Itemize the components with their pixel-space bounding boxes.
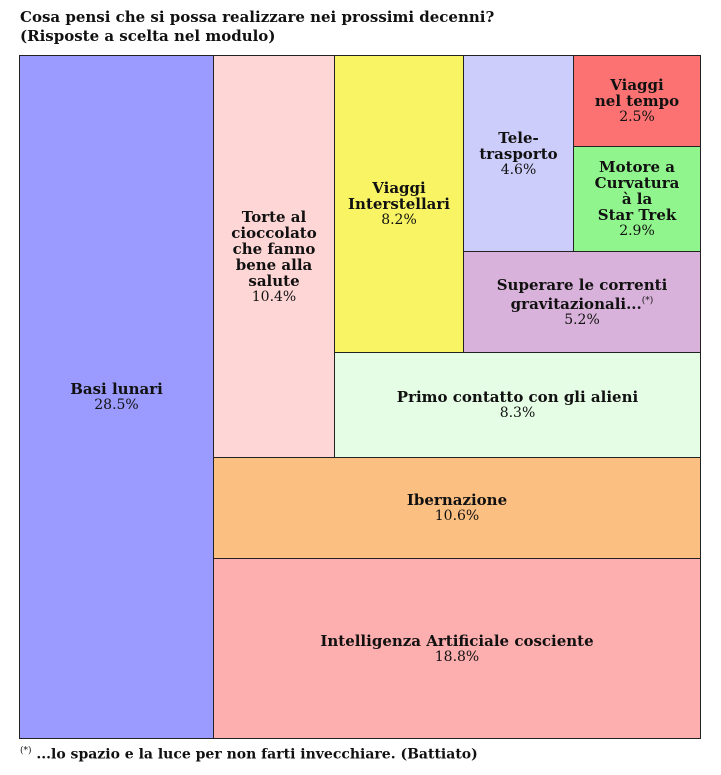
treemap-cell-label: Torte al cioccolato che fanno bene alla … bbox=[231, 207, 317, 290]
chart-title-block: Cosa pensi che si possa realizzare nei p… bbox=[20, 8, 494, 46]
treemap-cell-value: 10.4% bbox=[251, 288, 297, 305]
treemap-cell-text: Superare le correnti gravitazionali...(*… bbox=[497, 277, 668, 328]
treemap-cell-value: 2.9% bbox=[619, 223, 655, 239]
treemap-cell-value: 8.3% bbox=[499, 405, 536, 421]
treemap-cell-label: Primo contatto con gli alieni bbox=[396, 388, 639, 406]
treemap-cell-label: Ibernazione bbox=[406, 491, 508, 509]
treemap-cell-value: 5.2% bbox=[564, 311, 600, 328]
footnote-reference-marker: (*) bbox=[641, 295, 654, 306]
footnote-marker: (*) bbox=[20, 746, 32, 756]
treemap-cell-torte: Torte al cioccolato che fanno bene alla … bbox=[213, 55, 335, 458]
chart-title: Cosa pensi che si possa realizzare nei p… bbox=[20, 8, 495, 26]
chart-subtitle: (Risposte a scelta nel modulo) bbox=[20, 27, 276, 45]
treemap-cell-value: 4.6% bbox=[500, 161, 537, 178]
treemap-cell-value: 2.5% bbox=[619, 109, 655, 125]
footnote: (*) ...lo spazio e la luce per non farti… bbox=[20, 746, 478, 763]
treemap-cell-value: 8.2% bbox=[381, 212, 417, 228]
treemap-cell-value: 18.8% bbox=[434, 648, 480, 665]
treemap-cell-label: Tele- trasporto bbox=[479, 128, 558, 163]
treemap-cell-correnti-gravitazionali: Superare le correnti gravitazionali...(*… bbox=[463, 251, 701, 353]
treemap-cell-value: 28.5% bbox=[94, 397, 139, 413]
footnote-text: ...lo spazio e la luce per non farti inv… bbox=[36, 746, 478, 763]
treemap-cell-value: 10.6% bbox=[434, 508, 480, 524]
treemap-cell-label: Basi lunari bbox=[70, 380, 163, 398]
treemap-cell-label: Viaggi Interstellari bbox=[348, 179, 450, 213]
treemap-cell-label: Intelligenza Artificiale cosciente bbox=[320, 631, 594, 650]
treemap-cell-label: Viaggi nel tempo bbox=[594, 76, 680, 110]
treemap-cell-text: Torte al cioccolato che fanno bene alla … bbox=[231, 209, 316, 305]
treemap-cell-label: Superare le correnti gravitazionali...(*… bbox=[496, 275, 668, 313]
treemap-cell-label: Motore a Curvatura à la Star Trek bbox=[594, 158, 680, 224]
